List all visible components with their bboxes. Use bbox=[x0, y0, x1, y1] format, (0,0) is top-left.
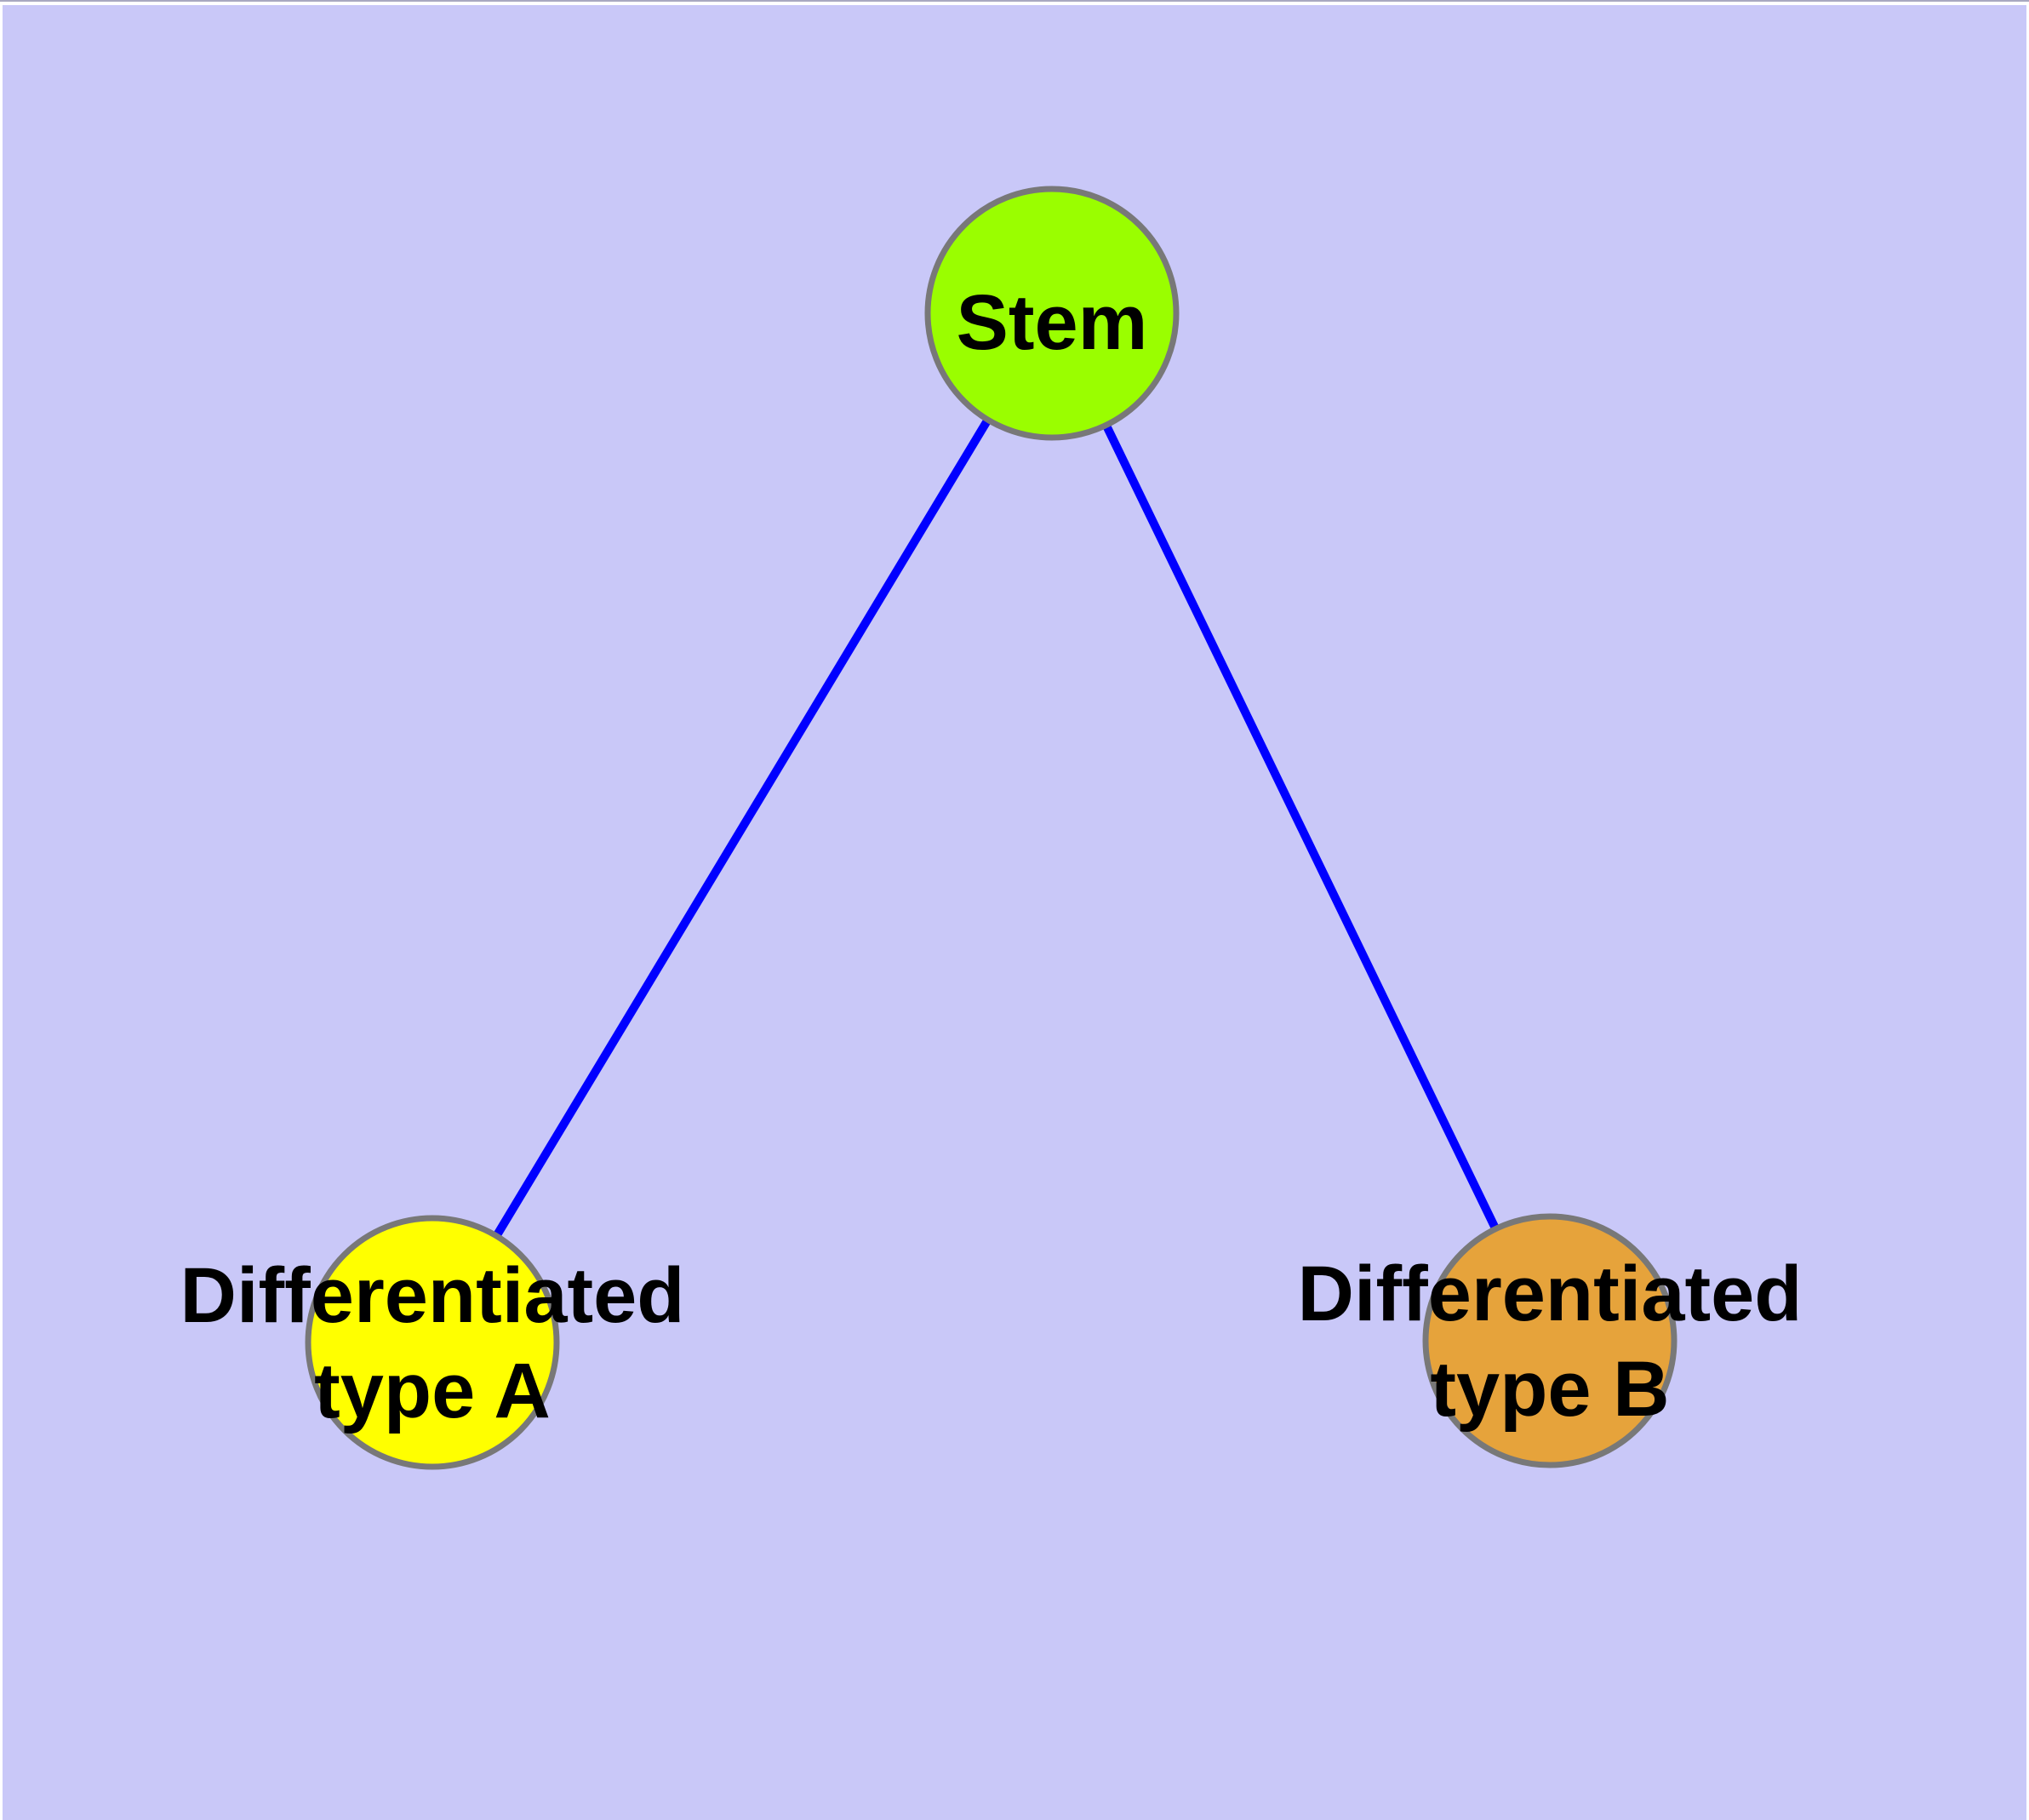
edge-stem-to-type-b bbox=[1048, 311, 1554, 1343]
top-edge-line bbox=[0, 0, 2029, 2]
node-type-a-label-line2: type A bbox=[314, 1348, 551, 1434]
node-differentiated-type-b bbox=[1422, 1213, 1677, 1468]
node-stem-label: Stem bbox=[957, 279, 1148, 366]
node-stem bbox=[924, 186, 1180, 441]
node-type-b-label-line1: Differentiated bbox=[1298, 1251, 1803, 1337]
node-differentiated-type-a bbox=[305, 1215, 560, 1470]
node-type-a-label-line1: Differentiated bbox=[180, 1252, 685, 1339]
edge-stem-to-type-a bbox=[428, 311, 1056, 1345]
node-type-b-label-line2: type B bbox=[1430, 1346, 1669, 1433]
